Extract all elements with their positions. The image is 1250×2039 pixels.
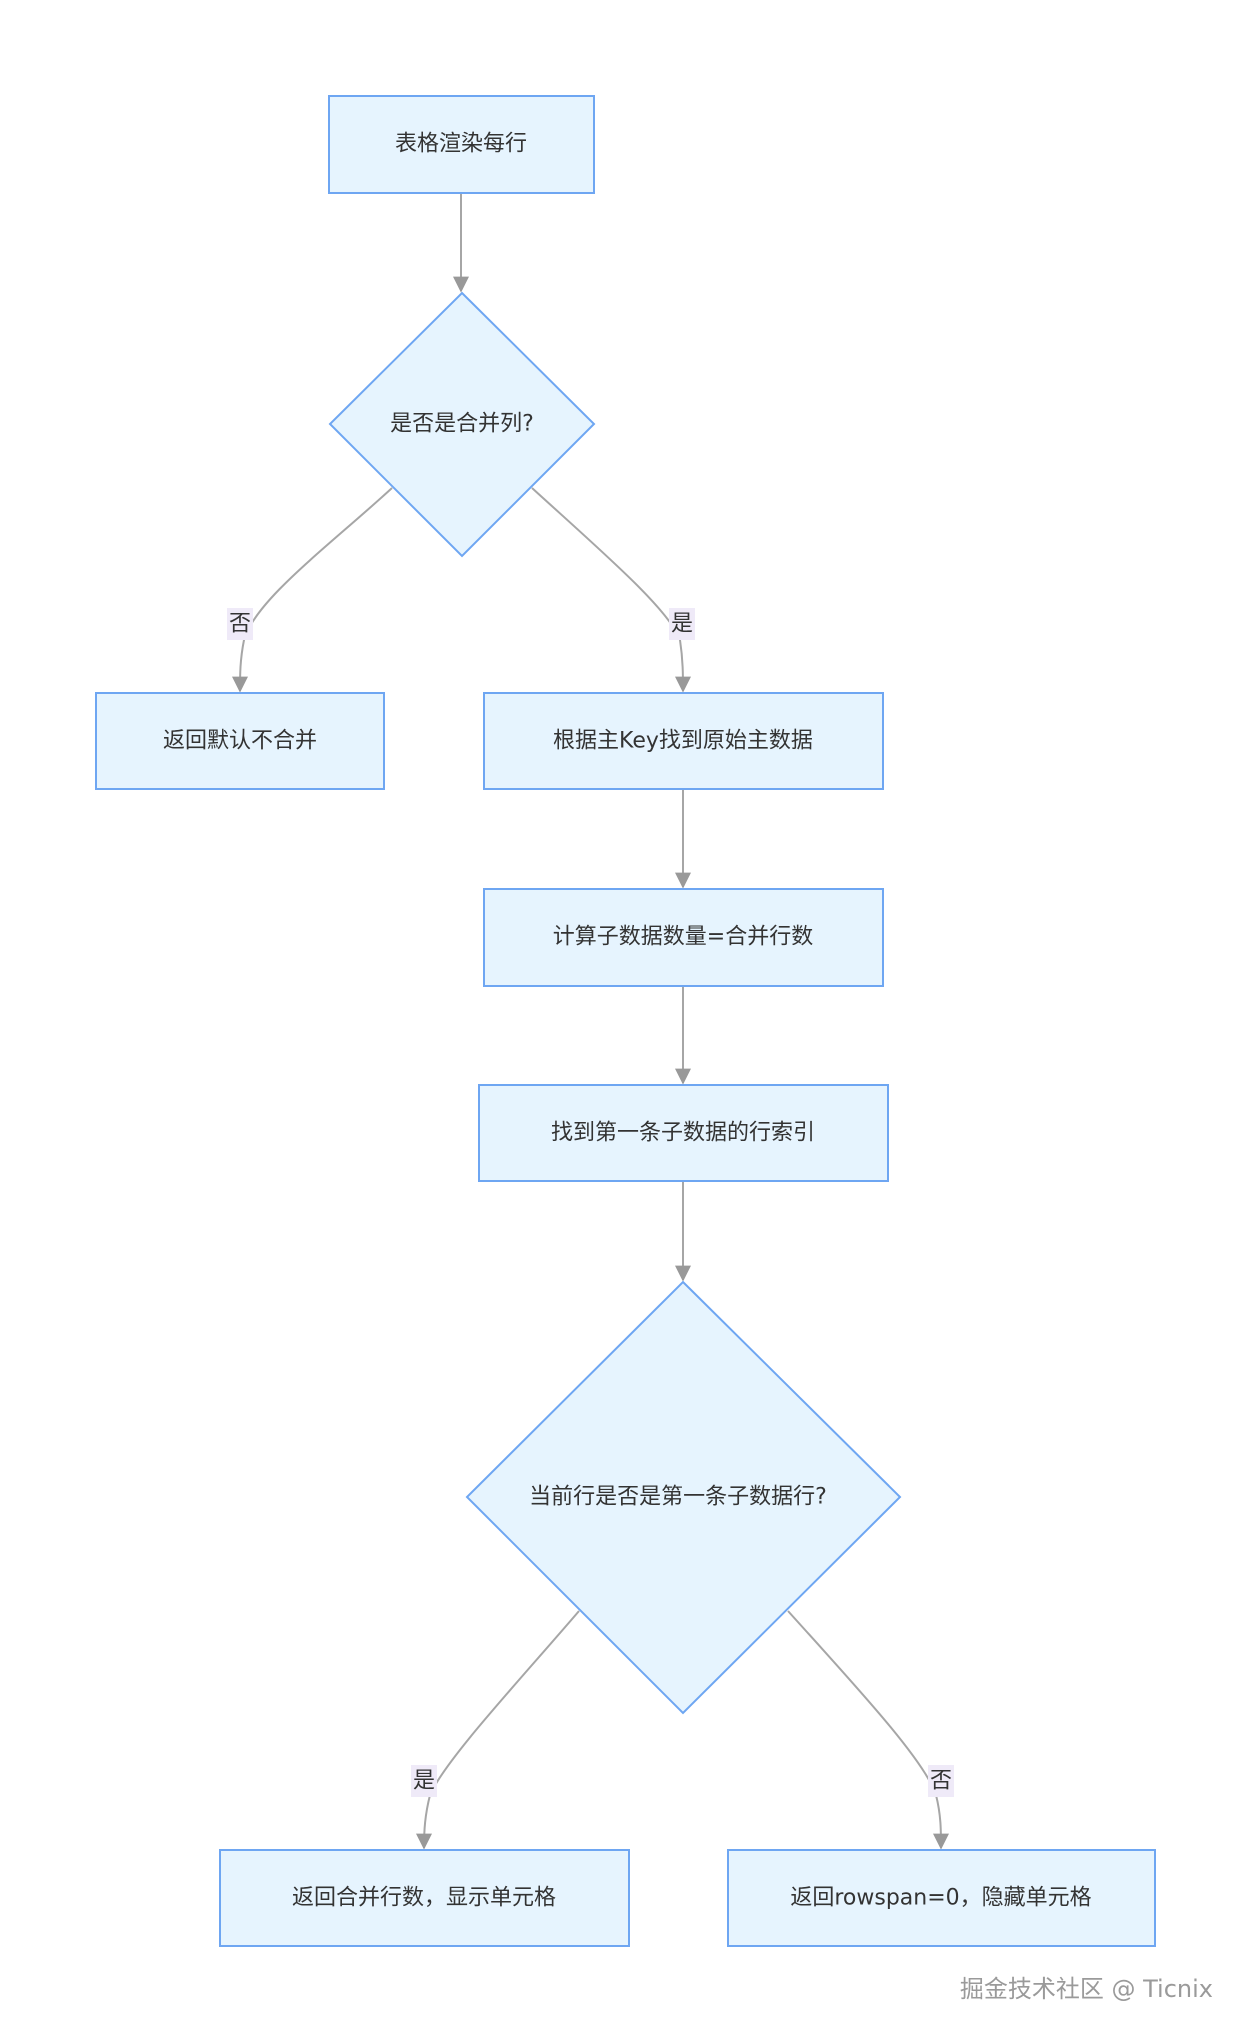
node-return-rowspan bbox=[219, 1849, 630, 1947]
edge-label-yes-1: 是 bbox=[671, 612, 693, 637]
node-find-first-index-label: 找到第一条子数据的行索引 bbox=[551, 1121, 815, 1146]
node-is-merge-column-label: 是否是合并列? bbox=[390, 412, 534, 437]
node-find-first-index bbox=[478, 1084, 889, 1182]
edge-decision2-no bbox=[787, 1610, 949, 1850]
node-start bbox=[328, 95, 595, 194]
node-return-hidden bbox=[727, 1849, 1156, 1947]
node-count-children bbox=[483, 888, 884, 987]
edge-label-bg bbox=[411, 1765, 437, 1797]
edge-decision1-no bbox=[232, 487, 393, 693]
edge-label-bg bbox=[928, 1765, 954, 1797]
node-default-no-merge bbox=[95, 692, 385, 790]
edge-decision1-yes bbox=[531, 487, 691, 693]
node-start-label: 表格渲染每行 bbox=[395, 132, 527, 157]
node-find-parent-label: 根据主Key找到原始主数据 bbox=[553, 729, 813, 754]
watermark: 掘金技术社区 @ Ticnix bbox=[960, 1975, 1213, 2003]
node-is-first-child-label: 当前行是否是第一条子数据行? bbox=[529, 1485, 827, 1510]
edge-label-yes-2: 是 bbox=[413, 1769, 435, 1794]
node-default-no-merge-label: 返回默认不合并 bbox=[163, 729, 317, 754]
node-find-parent bbox=[483, 692, 884, 790]
edge-label-bg bbox=[227, 608, 253, 640]
node-return-hidden-label: 返回rowspan=0，隐藏单元格 bbox=[790, 1886, 1091, 1911]
edge-label-bg bbox=[669, 608, 695, 640]
edge-decision2-yes bbox=[416, 1610, 580, 1850]
node-count-children-label: 计算子数据数量=合并行数 bbox=[553, 925, 813, 950]
edge-label-no-1: 否 bbox=[229, 612, 251, 637]
node-is-first-child bbox=[465, 1280, 902, 1715]
node-is-merge-column bbox=[328, 291, 596, 558]
edge-label-no-2: 否 bbox=[930, 1769, 952, 1794]
node-return-rowspan-label: 返回合并行数，显示单元格 bbox=[292, 1886, 556, 1911]
